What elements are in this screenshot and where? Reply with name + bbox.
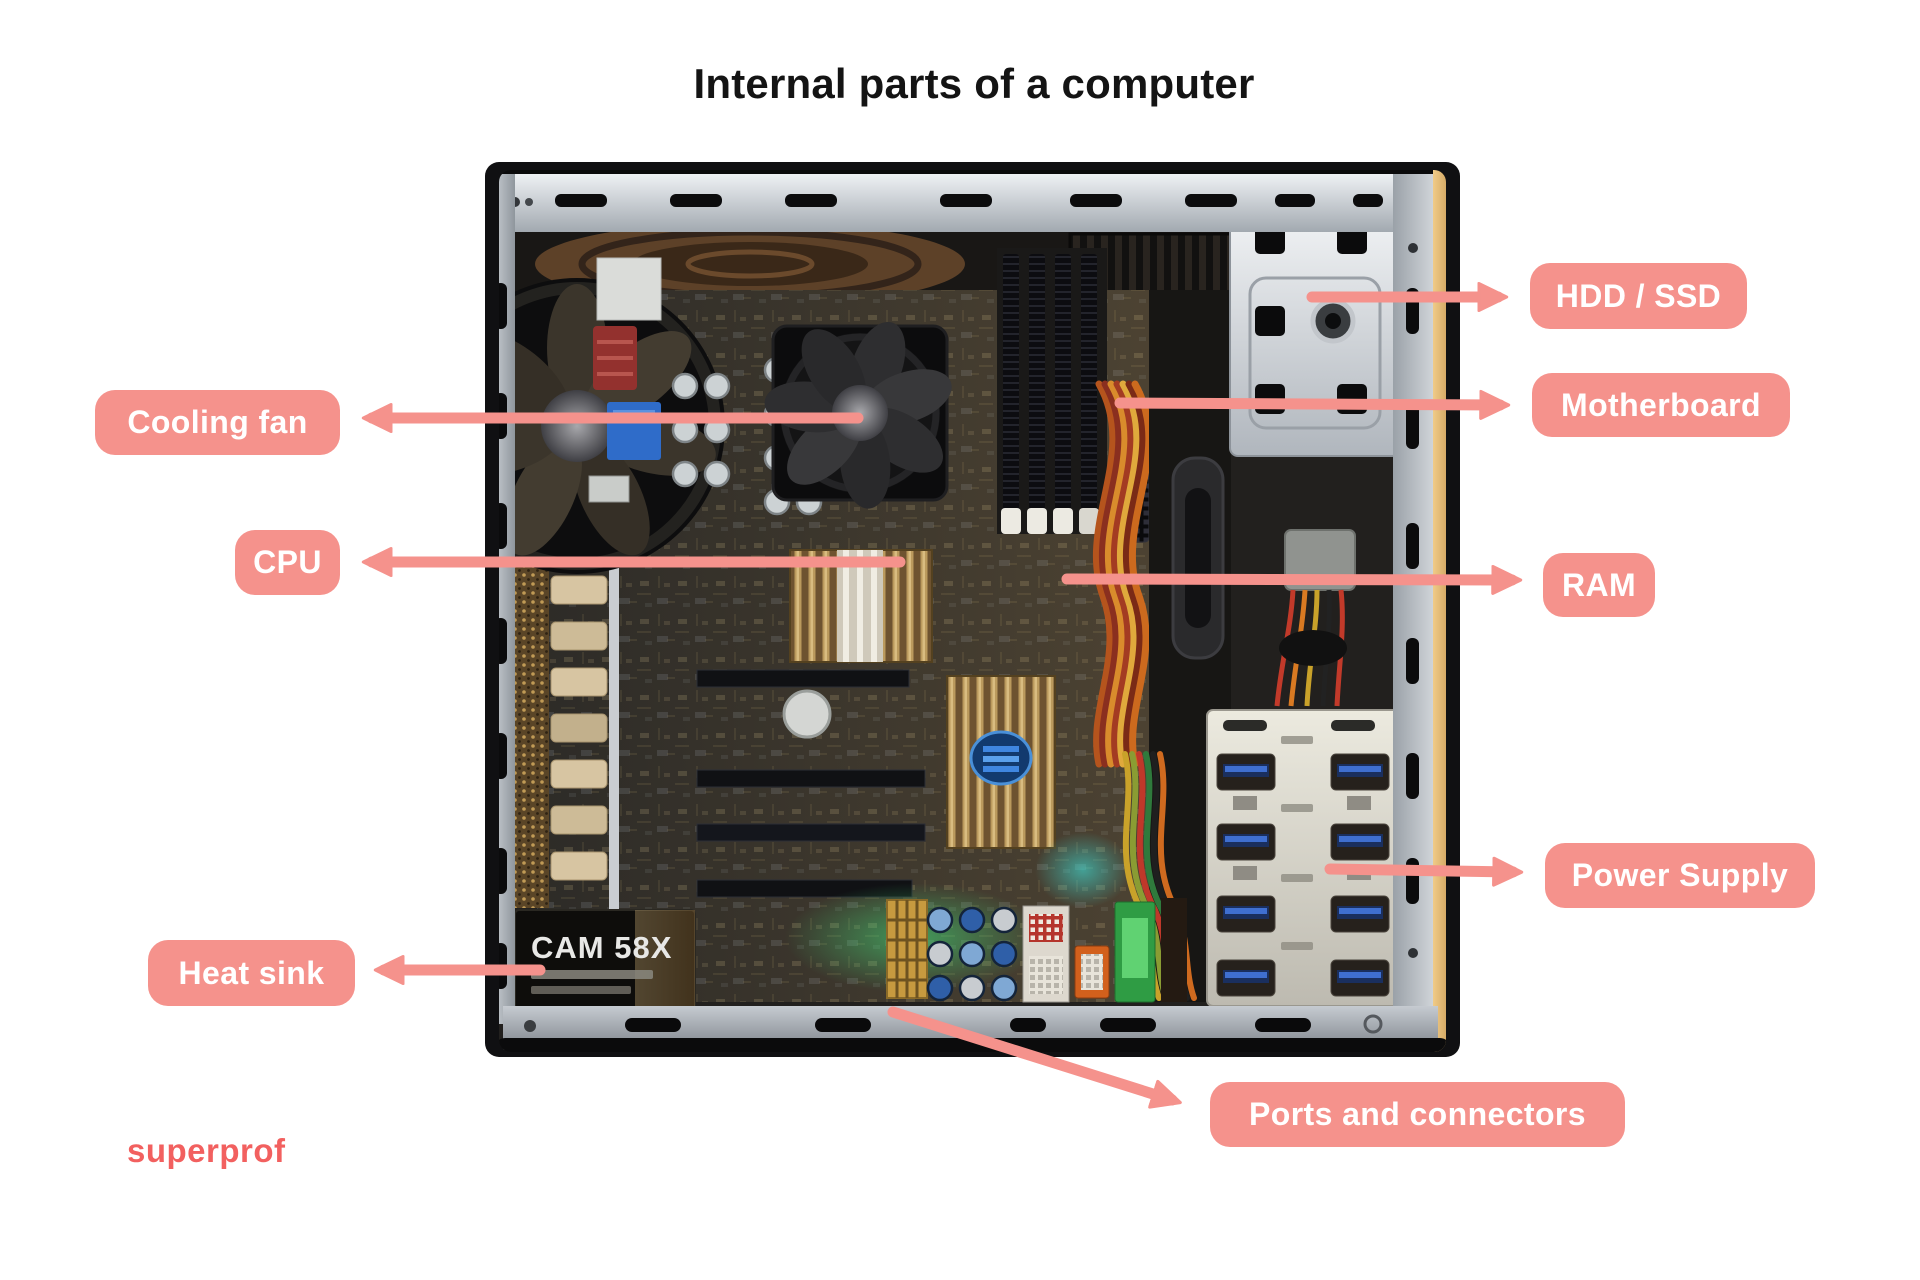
chipset-heatsink xyxy=(946,675,1056,849)
label-hdd-ssd: HDD / SSD xyxy=(1530,263,1747,329)
label-power-supply: Power Supply xyxy=(1545,843,1815,908)
module-label: CAM 58X xyxy=(531,930,672,965)
label-cooling-fan: Cooling fan xyxy=(95,390,340,455)
label-cpu: CPU xyxy=(235,530,340,595)
drive-cage xyxy=(1229,202,1401,457)
right-rail xyxy=(1393,174,1437,1024)
teal-led-glow xyxy=(1035,832,1131,908)
computer-internals-photo: CAM 58X xyxy=(485,162,1460,1057)
brand-logo: superprof xyxy=(127,1132,286,1169)
left-rail xyxy=(499,174,515,1024)
label-heat-sink: Heat sink xyxy=(148,940,355,1006)
heatsink-module: CAM 58X xyxy=(514,909,696,1011)
expansion-slot-covers xyxy=(513,560,619,910)
ports-cluster xyxy=(886,898,1187,1003)
cmos-battery xyxy=(782,689,832,739)
bottom-rail xyxy=(499,1006,1446,1052)
psu-panel xyxy=(1206,709,1401,1007)
top-rail xyxy=(499,170,1446,232)
vrm-modules xyxy=(588,257,662,503)
diagram-title: Internal parts of a computer xyxy=(693,60,1255,107)
label-ram: RAM xyxy=(1543,553,1655,617)
case-side-edge xyxy=(1433,170,1446,1052)
label-ports-connectors: Ports and connectors xyxy=(1210,1082,1625,1147)
label-motherboard: Motherboard xyxy=(1532,373,1790,437)
cpu-fan xyxy=(761,314,959,512)
ram-slots xyxy=(997,248,1107,534)
cpu-heatsink xyxy=(789,549,933,663)
